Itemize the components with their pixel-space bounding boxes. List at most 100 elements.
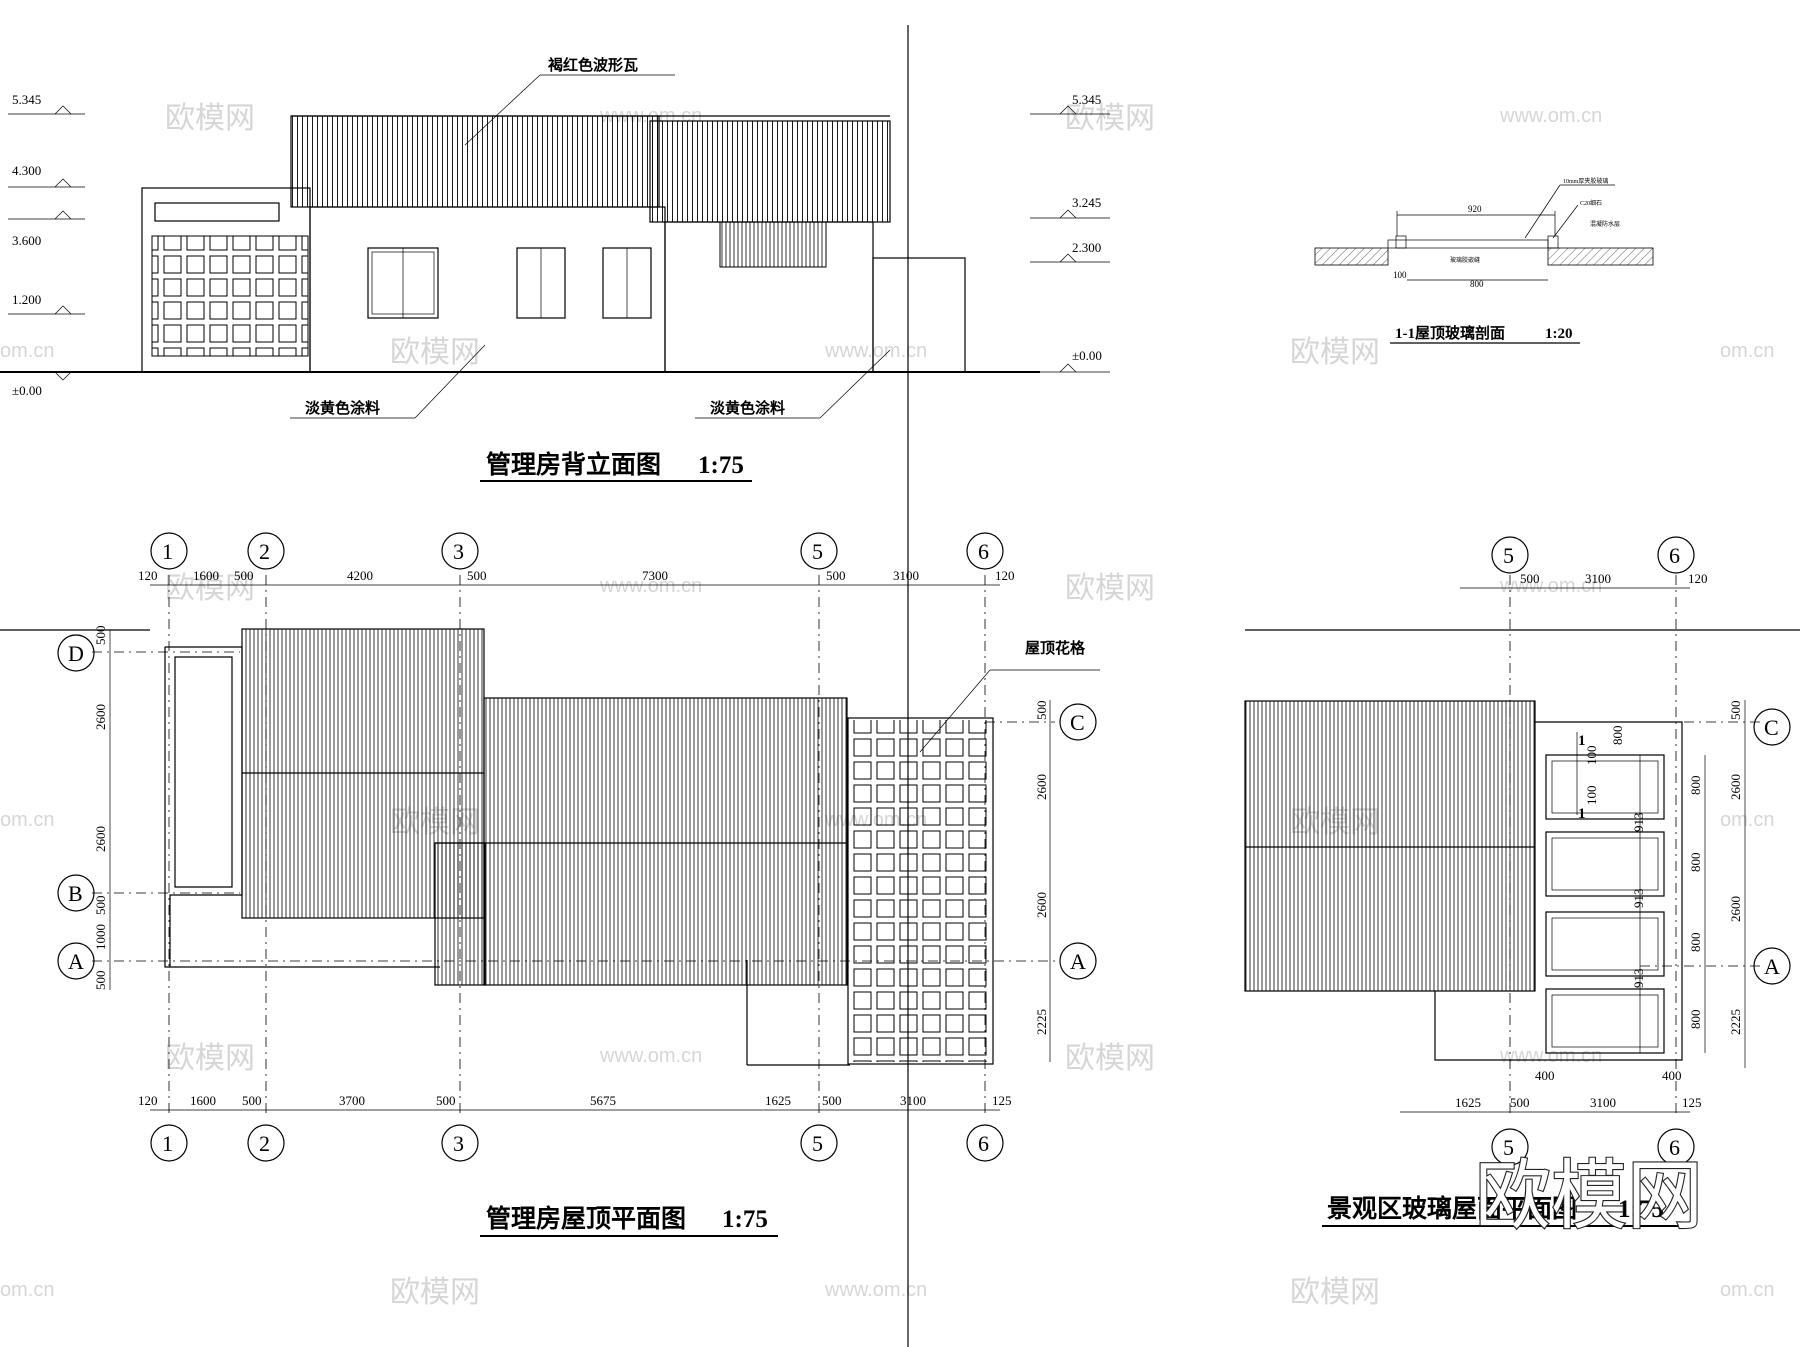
level-label: ±0.00	[12, 383, 42, 398]
dim-label: 400	[1662, 1068, 1682, 1083]
watermark-url: om.cn	[1720, 1279, 1774, 1301]
section-dim: 100	[1393, 270, 1407, 280]
glass-section-scale: 1:20	[1545, 326, 1573, 342]
glass-roof-plan-title: 景观区玻璃屋面平面图	[1327, 1194, 1577, 1223]
section-dim: 800	[1470, 279, 1484, 289]
dim-label: 800	[1688, 776, 1703, 796]
dim-label: 2225	[1728, 1009, 1743, 1035]
watermark-logo: 欧模网	[1475, 1154, 1703, 1239]
dim-label: 500	[822, 1093, 842, 1108]
roof-note: 褐红色波形瓦	[547, 56, 638, 74]
roof-trellis	[850, 720, 990, 1062]
roof-area-east	[483, 697, 848, 986]
dim-label: 3100	[1590, 1095, 1616, 1110]
watermark-url: www.om.cn	[599, 575, 702, 597]
elevation-roof-left	[290, 115, 660, 208]
axis-bubbles-left: D B A	[57, 634, 95, 980]
left-level-markers: 5.345 4.300 3.600 1.200 ±0.00	[8, 92, 85, 398]
roof-plan-scale: 1:75	[722, 1206, 768, 1233]
glass-panels	[1545, 754, 1665, 1054]
watermark-brand: 欧模网	[165, 572, 255, 605]
watermark-url: www.om.cn	[1499, 105, 1602, 127]
bottom-dims: 120 1600 500 3700 500 5675 1625 500 3100…	[138, 1093, 1012, 1108]
top-dims: 120 1600 500 4200 500 7300 500 3100 120	[138, 568, 1015, 583]
level-label: 3.245	[1072, 195, 1101, 210]
axis-label: 5	[1503, 543, 1514, 568]
dim-label: 500	[93, 626, 108, 646]
dim-label: 500	[826, 568, 846, 583]
axis-label: D	[68, 641, 84, 666]
axis-label: 6	[1669, 1135, 1680, 1160]
dim-label: 500	[1520, 571, 1540, 586]
section-note: 10mm厚夹胶玻璃	[1563, 177, 1608, 185]
section-dim: 920	[1468, 204, 1482, 214]
level-label: 4.300	[12, 163, 41, 178]
dim-label: 125	[992, 1093, 1012, 1108]
wall-note-right: 淡黄色涂料	[710, 399, 785, 417]
watermark-url: om.cn	[1720, 340, 1774, 362]
watermark-brand: 欧模网	[165, 1042, 255, 1075]
rear-elevation-title: 管理房背立面图	[486, 450, 661, 479]
dim-label: 3700	[339, 1093, 365, 1108]
dim-label: 913	[1631, 969, 1646, 989]
glass-roof-plan: 1 1 800 100 100 800 800 800 800 913 913 …	[1244, 536, 1791, 1227]
dim-label: 2600	[1034, 892, 1049, 918]
axis-label: 6	[1669, 543, 1680, 568]
watermark-url: om.cn	[0, 340, 54, 362]
dim-label: 400	[1535, 1068, 1555, 1083]
watermark-url: www.om.cn	[824, 1279, 927, 1301]
axis-label: 5	[812, 539, 823, 564]
axis-label: 1	[162, 1131, 173, 1156]
dim-label: 913	[1631, 889, 1646, 909]
dim-label: 1600	[190, 1093, 216, 1108]
dim-label: 1625	[765, 1093, 791, 1108]
axis-label: 6	[978, 539, 989, 564]
watermark-brand: 欧模网	[1065, 102, 1155, 135]
dim-label: 3100	[1585, 571, 1611, 586]
section-note: 混凝防水层	[1590, 220, 1620, 228]
dim-label: 2600	[1728, 774, 1743, 800]
section-note: 玻璃胶嵌缝	[1450, 256, 1480, 264]
dim-label: 1600	[193, 568, 219, 583]
glass-section: 920 800 100 10mm厚夹胶玻璃 C20细石 玻璃胶嵌缝 混凝防水层 …	[1314, 177, 1654, 344]
axis-label: 5	[1503, 1135, 1514, 1160]
watermark-url: www.om.cn	[824, 340, 927, 362]
sheet-dividers	[0, 25, 1800, 1347]
axis-label: 2	[259, 539, 270, 564]
right-dims: 500 2600 2600 2225	[1034, 701, 1049, 1036]
dim-label: 800	[1688, 1010, 1703, 1030]
dim-label: 800	[1688, 933, 1703, 953]
glass-roof-plan-scale: 1:75	[1618, 1196, 1664, 1223]
dim-label: 500	[93, 896, 108, 916]
watermark-brand: 欧模网	[165, 102, 255, 135]
section-mark: 1	[1578, 806, 1586, 822]
dim-label: 2600	[93, 826, 108, 852]
axis-bubbles-bottom: 1 2 3 5 6	[150, 1124, 1004, 1162]
axis-label: 3	[453, 1131, 464, 1156]
roof-plan: 屋顶花格 120 1600 500 4200 500 7300 500 3100…	[57, 532, 1100, 1237]
dim-label: 100	[1584, 746, 1599, 766]
dim-label: 500	[242, 1093, 262, 1108]
axis-label: 1	[162, 539, 173, 564]
axis-label: 3	[453, 539, 464, 564]
dim-label: 120	[995, 568, 1015, 583]
section-mark: 1	[1578, 733, 1586, 749]
dim-label: 2600	[1034, 774, 1049, 800]
watermark-url: www.om.cn	[1499, 575, 1602, 597]
level-label: 5.345	[12, 92, 41, 107]
watermark-url: www.om.cn	[599, 1045, 702, 1067]
axis-label: B	[68, 881, 83, 906]
axis-label: C	[1764, 715, 1779, 740]
wall-note-left: 淡黄色涂料	[305, 399, 380, 417]
watermark-url: om.cn	[1720, 809, 1774, 831]
watermark-brand: 欧模网	[1065, 1042, 1155, 1075]
rear-elevation-scale: 1:75	[698, 452, 744, 479]
dim-label: 500	[1728, 701, 1743, 721]
roof-plan-title: 管理房屋顶平面图	[486, 1204, 686, 1233]
level-label: 1.200	[12, 292, 41, 307]
dim-label: 800	[1688, 853, 1703, 873]
trellis-note: 屋顶花格	[1025, 639, 1086, 657]
dim-label: 2225	[1034, 1009, 1049, 1035]
dim-label: 120	[138, 1093, 158, 1108]
